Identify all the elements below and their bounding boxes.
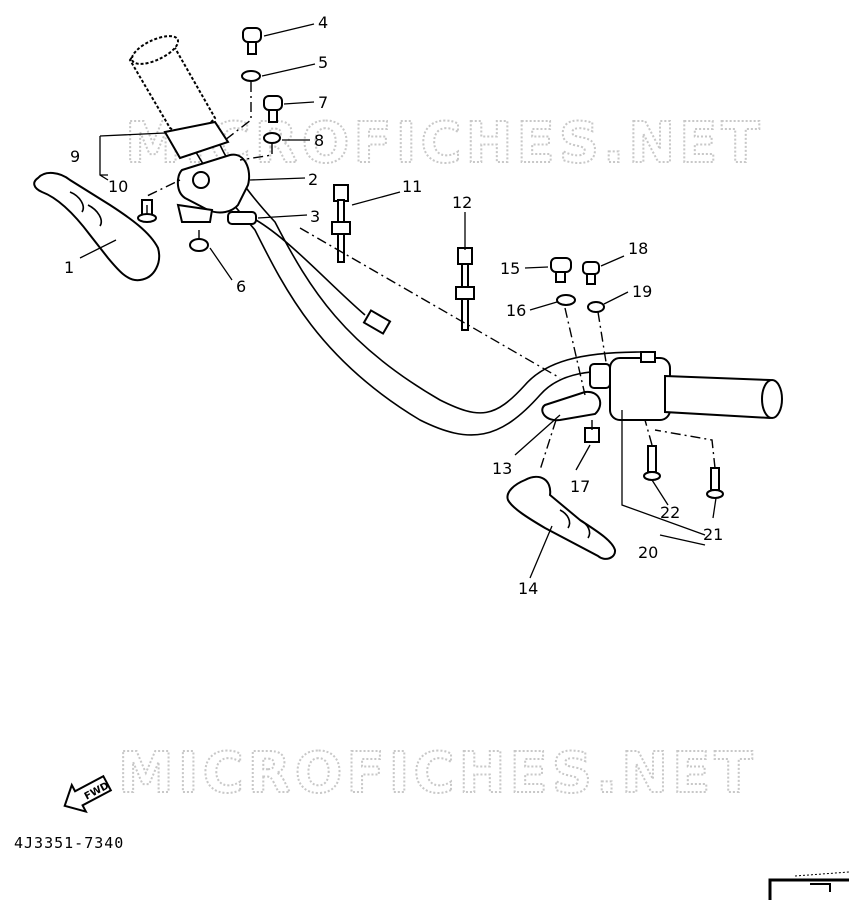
callout-8: 8 <box>314 131 324 150</box>
callout-16: 16 <box>506 301 526 320</box>
callout-14: 14 <box>518 579 538 598</box>
callout-3: 3 <box>310 207 320 226</box>
fwd-arrow-icon: FWD <box>63 774 113 814</box>
callout-17: 17 <box>570 477 590 496</box>
callout-18: 18 <box>628 239 648 258</box>
diagram-code: 4J3351-7340 <box>14 834 125 852</box>
callout-6: 6 <box>236 277 246 296</box>
lever-holder <box>163 120 250 223</box>
callout-9: 9 <box>70 147 80 166</box>
callout-12: 12 <box>452 193 472 212</box>
brake-lever-assembly <box>506 390 617 560</box>
callout-13: 13 <box>492 459 512 478</box>
leader-lines <box>79 23 717 579</box>
callout-22: 22 <box>660 503 680 522</box>
callout-2: 2 <box>308 170 318 189</box>
small-parts <box>137 27 724 499</box>
callout-19: 19 <box>632 282 652 301</box>
callout-5: 5 <box>318 53 328 72</box>
handlebar <box>128 35 641 436</box>
callout-20: 20 <box>638 543 658 562</box>
callout-10: 10 <box>108 177 128 196</box>
callout-1: 1 <box>64 258 74 277</box>
corner-stamp <box>768 871 849 900</box>
callout-4: 4 <box>318 13 328 32</box>
callout-15: 15 <box>500 259 520 278</box>
callout-21: 21 <box>703 525 723 544</box>
callout-7: 7 <box>318 93 328 112</box>
clutch-lever <box>33 172 160 282</box>
watermark-bottom: MICROFICHES.NET <box>118 741 757 806</box>
right-grip-housing <box>589 351 783 421</box>
callout-labels: 4 5 7 8 2 3 6 1 9 10 11 12 15 16 18 19 1… <box>64 13 723 598</box>
callout-11: 11 <box>402 177 422 196</box>
clutch-switch-cable <box>227 211 392 335</box>
assembly-lines <box>146 82 716 471</box>
